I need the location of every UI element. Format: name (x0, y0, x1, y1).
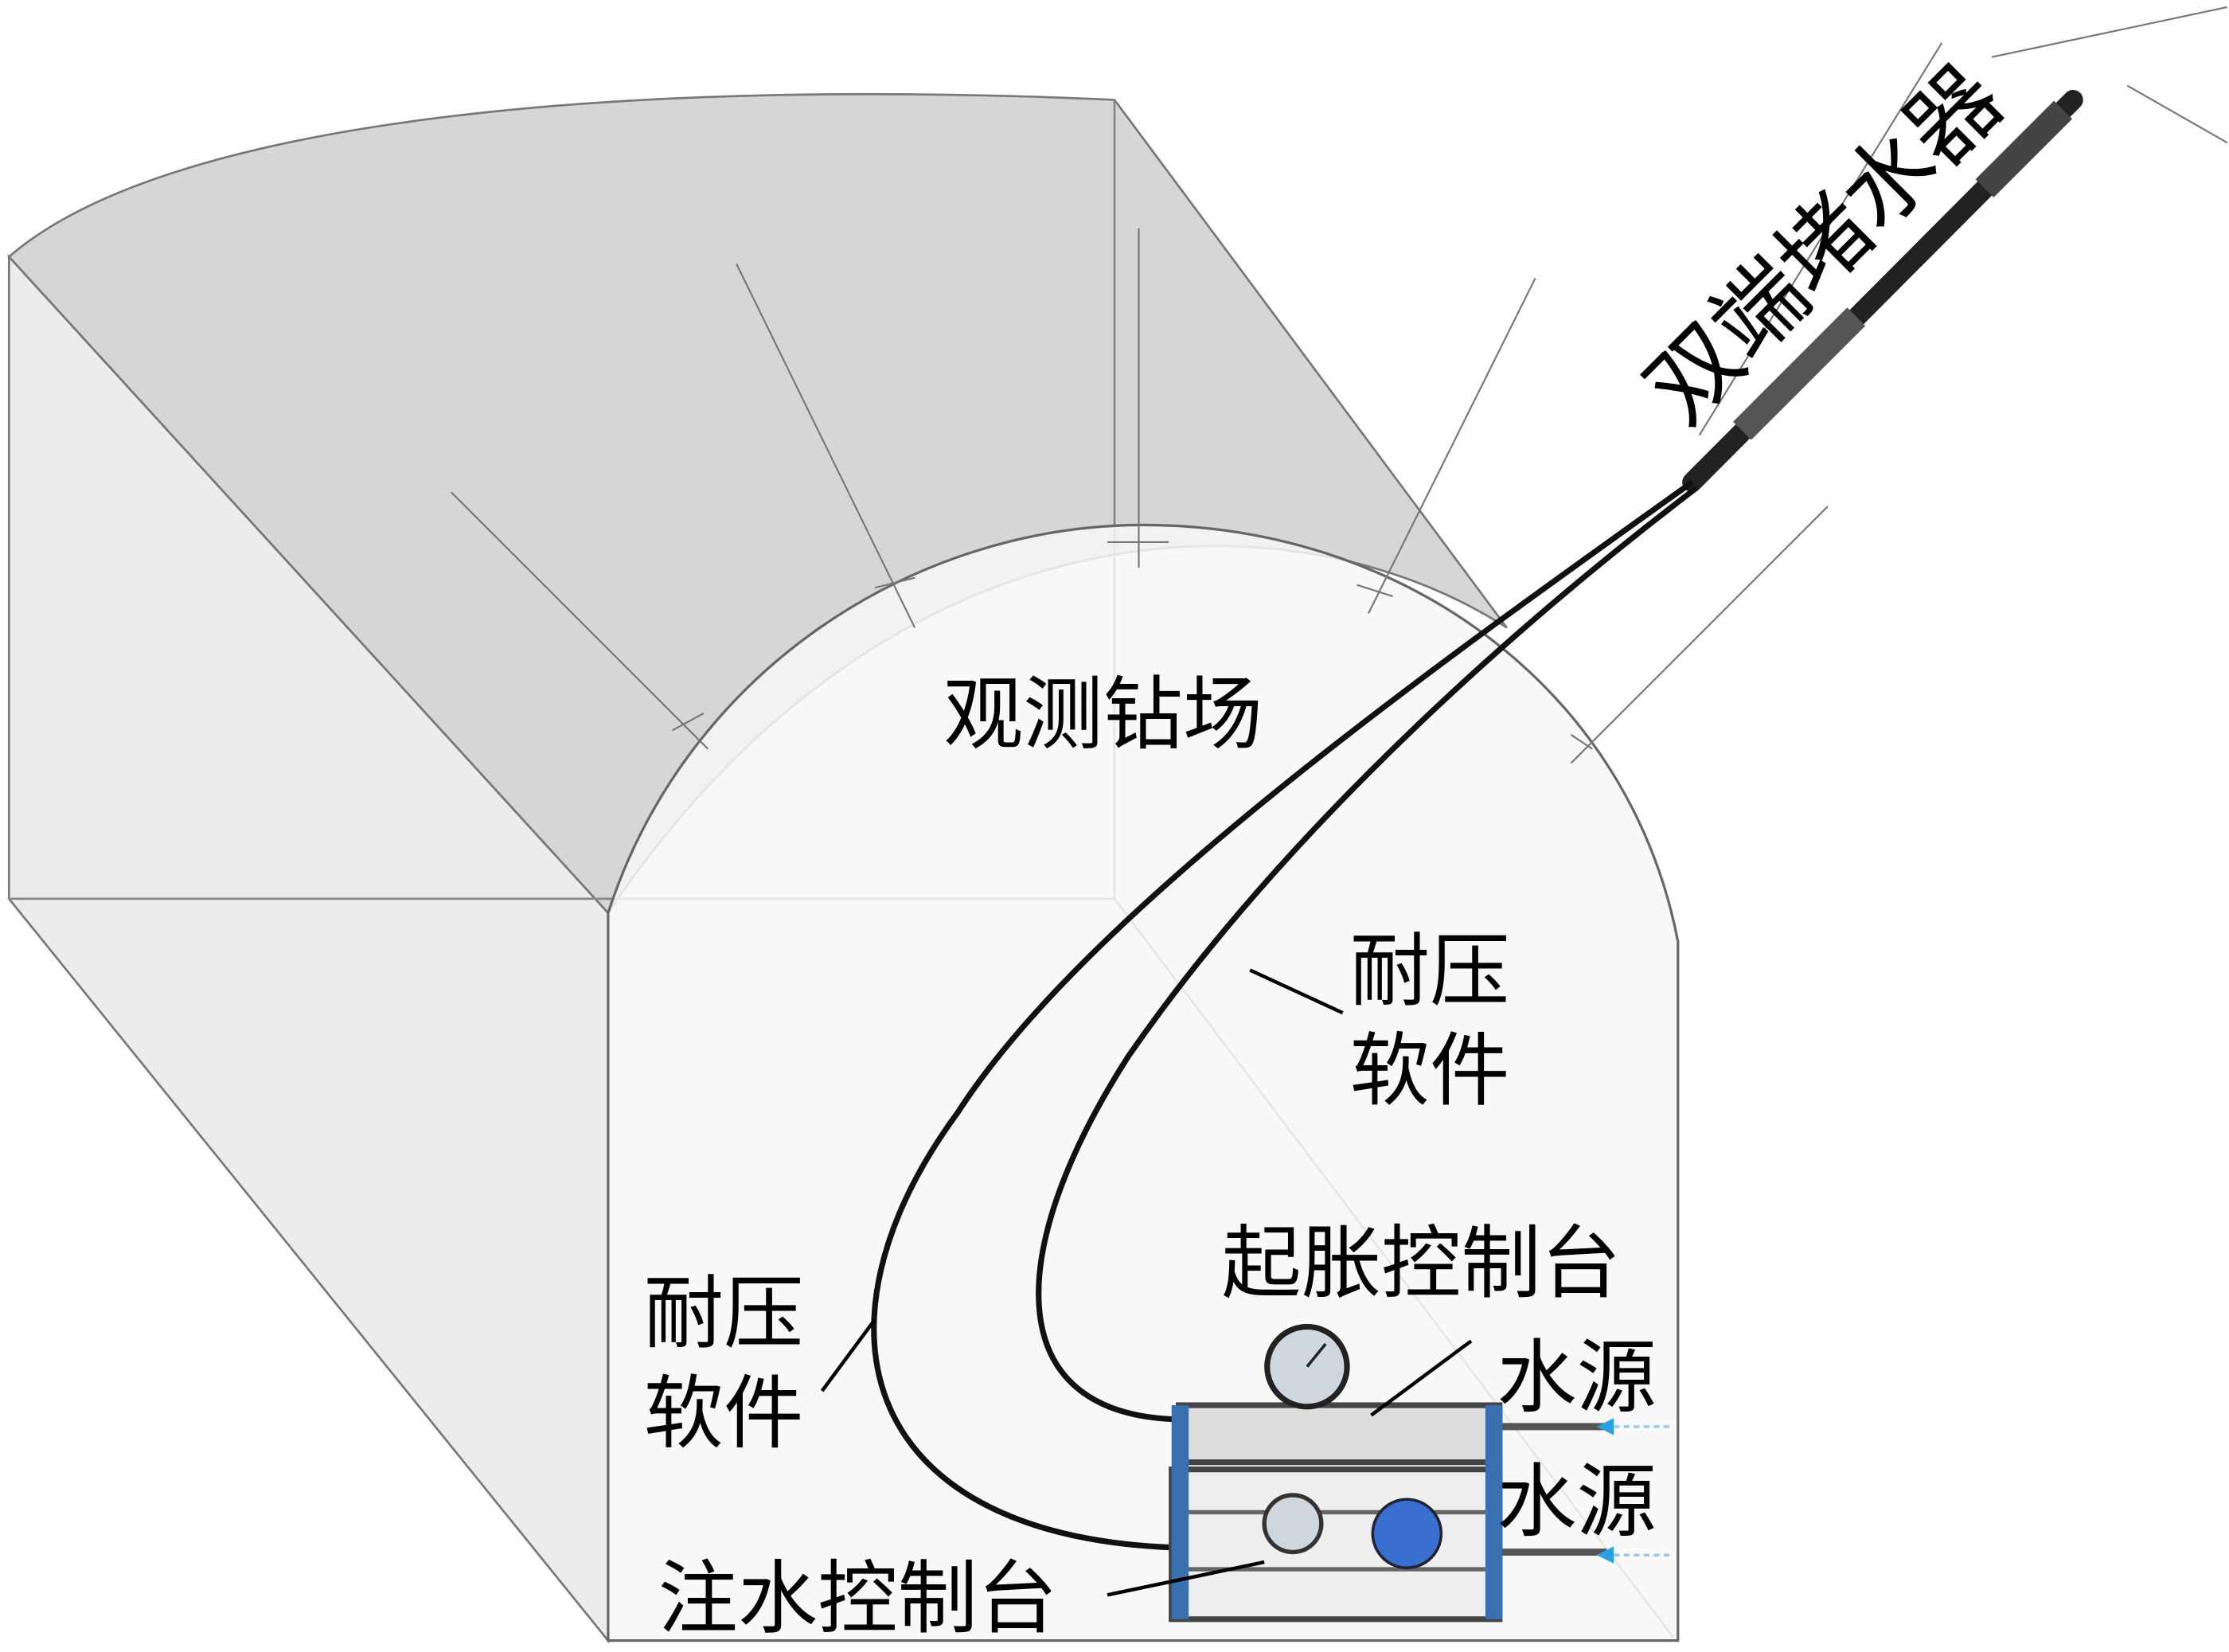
pressure-hose-left (871, 479, 1694, 1551)
pressure-hose-right (1036, 485, 1699, 1423)
water-meter (1371, 1498, 1443, 1570)
control-console (1169, 1323, 1671, 1623)
water-source-label-2: 水源 (1497, 1455, 1657, 1549)
inflation-console-label: 起胀控制台 (1221, 1217, 1621, 1310)
drill-site-label: 观测钻场 (943, 668, 1263, 761)
leader-lines (820, 968, 1473, 1597)
water-inlet-icon (1596, 1418, 1614, 1435)
water-inlet-icon (1596, 1546, 1614, 1564)
pressure-gauge-bottom (1262, 1493, 1324, 1555)
packer-label: 双端堵水器 (1626, 46, 2024, 443)
water-source-label-1: 水源 (1497, 1331, 1657, 1424)
hose-left-label-1: 耐压 (644, 1267, 804, 1360)
double-end-packer (1682, 89, 2083, 493)
hose-right-label-1: 耐压 (1350, 924, 1510, 1017)
injection-console-label: 注水控制台 (658, 1552, 1058, 1646)
hose-left-label-2: 软件 (644, 1367, 804, 1460)
borehole-lines (451, 6, 2228, 764)
hose-right-label-2: 软件 (1350, 1025, 1510, 1118)
